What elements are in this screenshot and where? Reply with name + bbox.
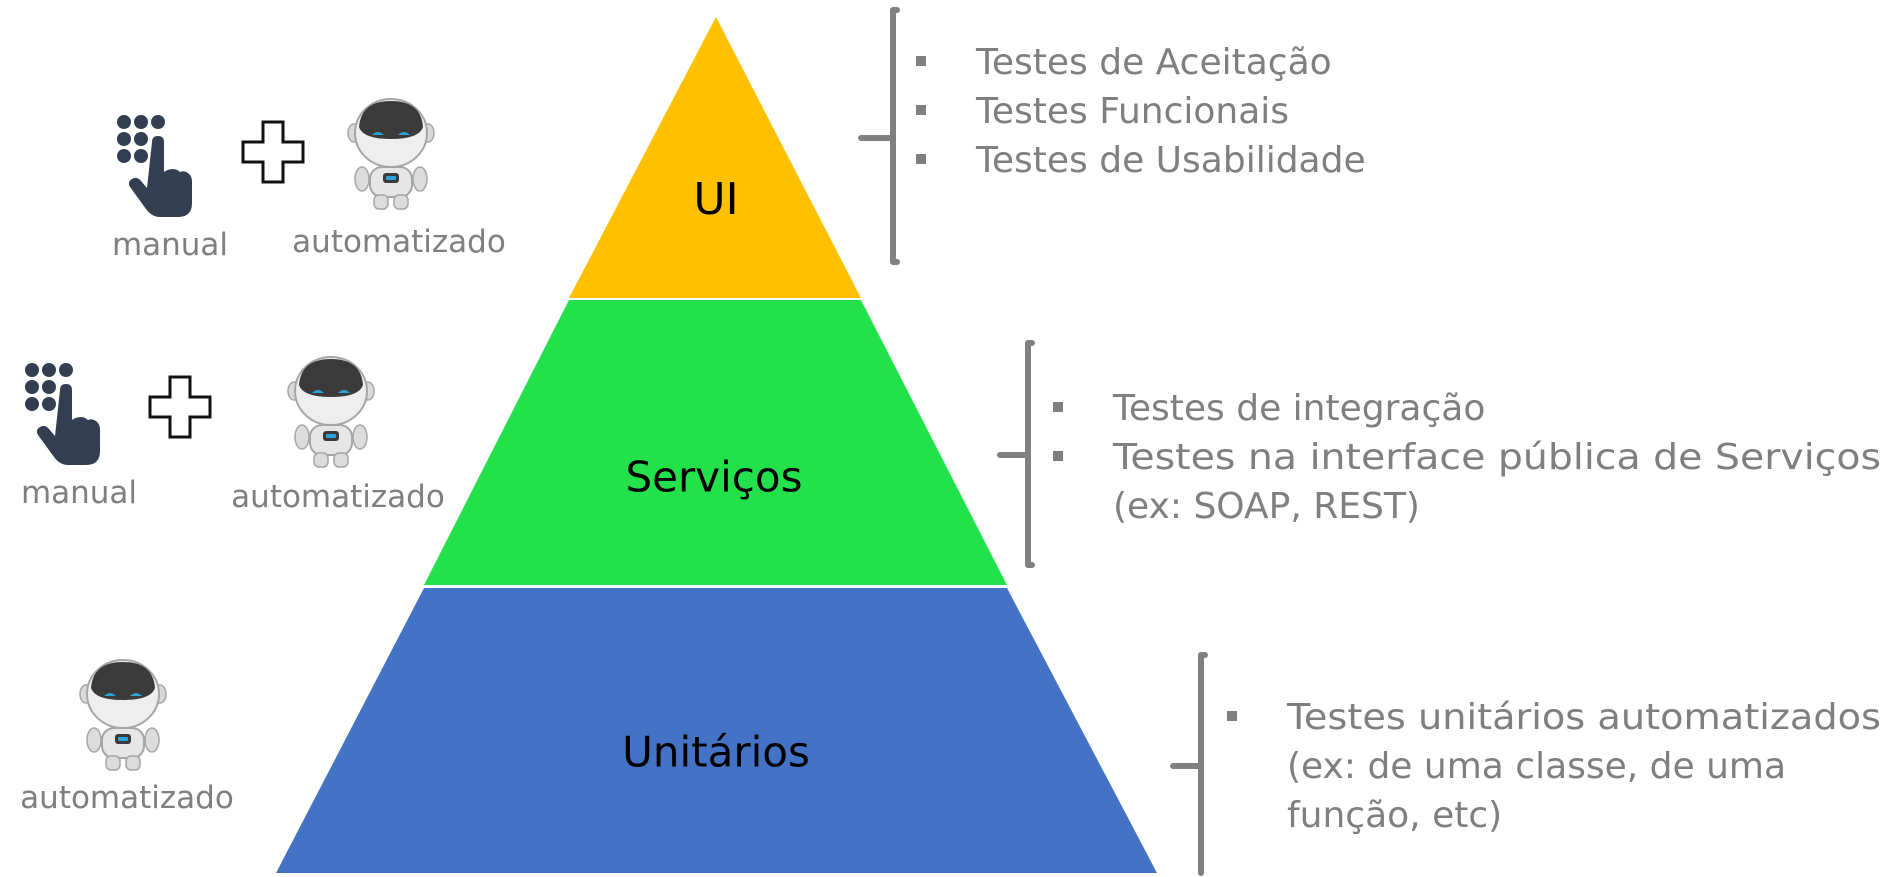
description-ui-line-1: Testes de Aceitação <box>975 42 1332 83</box>
description-servicos: Testes de integração Testes na interface… <box>1053 388 1881 527</box>
bracket-ui <box>858 7 900 265</box>
square-bullet-icon <box>916 105 926 115</box>
description-ui-line-2: Testes Funcionais <box>975 91 1289 132</box>
square-bullet-icon <box>916 56 926 66</box>
approach-ui: manual automatizado <box>112 98 506 263</box>
layer-unitarios <box>276 588 1157 873</box>
plus-outline-icon <box>148 375 212 439</box>
square-bullet-icon <box>916 154 926 164</box>
square-bullet-icon <box>1053 402 1063 412</box>
keypad-hand-icon <box>25 363 100 465</box>
caption-manual-servicos: manual <box>21 475 137 511</box>
caption-automatizado-servicos: automatizado <box>231 479 445 515</box>
caption-manual-ui: manual <box>112 227 228 263</box>
approach-unitarios: automatizado <box>20 659 234 816</box>
approach-servicos: manual automatizado <box>21 356 445 515</box>
caption-automatizado-ui: automatizado <box>292 224 506 260</box>
description-unitarios-line-1: Testes unitários automatizados <box>1286 697 1881 738</box>
robot-icon <box>79 659 167 771</box>
description-ui-line-3: Testes de Usabilidade <box>975 140 1366 181</box>
caption-automatizado-unitarios: automatizado <box>20 780 234 816</box>
layer-servicos <box>424 300 1007 585</box>
bracket-unitarios <box>1170 652 1208 876</box>
description-unitarios-line-2: (ex: de uma classe, de uma <box>1287 746 1786 787</box>
description-servicos-line-3: (ex: SOAP, REST) <box>1113 486 1420 527</box>
description-servicos-line-2: Testes na interface pública de Serviços <box>1112 437 1881 478</box>
robot-icon <box>287 356 375 468</box>
layer-ui <box>569 17 861 298</box>
square-bullet-icon <box>1227 711 1237 721</box>
description-unitarios: Testes unitários automatizados (ex: de u… <box>1227 697 1881 836</box>
layer-label-servicos: Serviços <box>626 453 803 502</box>
description-servicos-line-1: Testes de integração <box>1112 388 1485 429</box>
plus-outline-icon <box>241 120 305 184</box>
square-bullet-icon <box>1053 451 1063 461</box>
brackets <box>858 7 1208 876</box>
layer-label-unitarios: Unitários <box>622 728 810 777</box>
description-unitarios-line-3: função, etc) <box>1287 795 1502 836</box>
keypad-hand-icon <box>117 115 192 217</box>
bracket-servicos <box>997 340 1035 568</box>
robot-icon <box>347 98 435 210</box>
layer-label-ui: UI <box>693 174 738 225</box>
pyramid: UI Serviços Unitários <box>276 17 1157 873</box>
description-ui: Testes de Aceitação Testes Funcionais Te… <box>916 42 1366 181</box>
